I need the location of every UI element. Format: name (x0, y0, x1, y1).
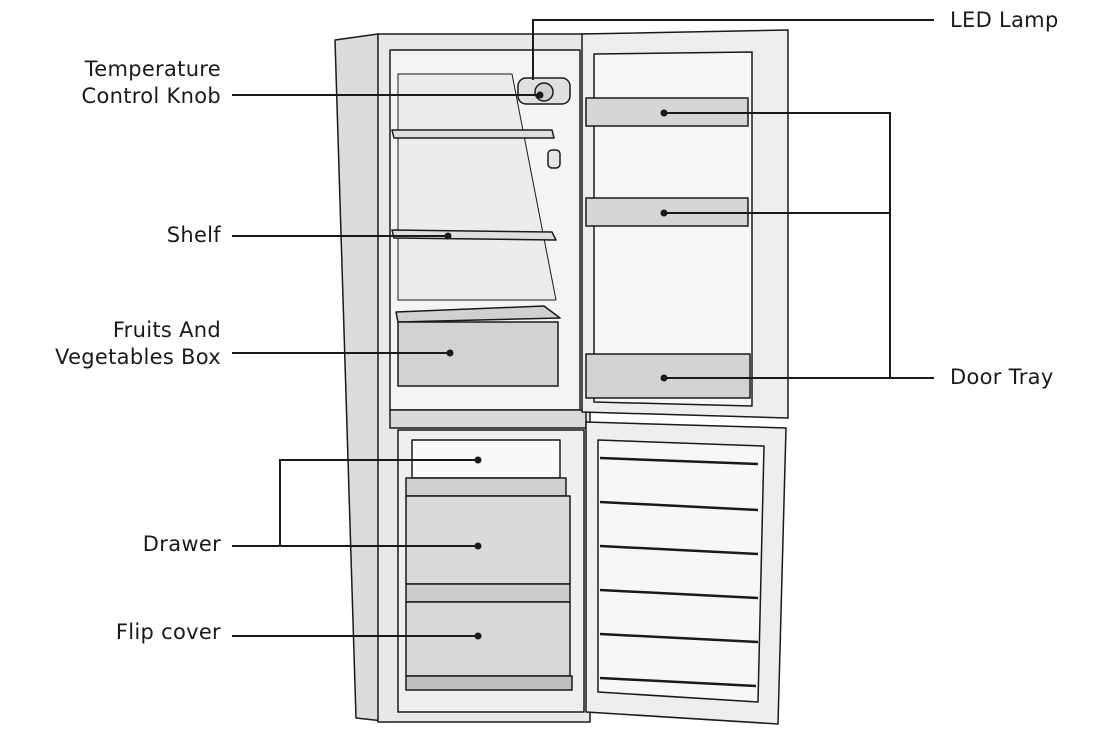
drawer-lip-1 (405, 477, 567, 497)
freezer-drawer-middle (405, 495, 571, 585)
freezer-drawer-bottom (405, 601, 571, 677)
drawer-bracket (279, 459, 478, 546)
led-lamp-label: LED Lamp (950, 8, 1059, 32)
callout-dots (444, 91, 668, 640)
drawer-label: Drawer (142, 532, 221, 556)
compartment-divider (389, 409, 587, 429)
shelf-label: Shelf (166, 223, 221, 247)
lower-door-liner (597, 439, 765, 703)
lamp-switch (547, 149, 561, 169)
temperature-knob-label-line1: Temperature (84, 57, 221, 81)
freezer-floor (405, 675, 573, 691)
led-lamp-leader (532, 19, 934, 80)
lower-door-ribs (599, 456, 759, 688)
control-knob (534, 82, 554, 102)
drawer-lip-2 (405, 583, 571, 603)
fruit-box-label-line1: Fruits And (112, 318, 221, 342)
callout-lines (232, 19, 934, 637)
temperature-knob-label-line2: Control Knob (81, 84, 221, 108)
top-shelf (391, 129, 555, 139)
fridge-illustration (334, 29, 789, 725)
fruit-box-label-line2: Vegetables Box (55, 345, 221, 369)
door-tray-label: Door Tray (950, 365, 1054, 389)
door-tray-leader (664, 112, 891, 378)
flip-cover-label: Flip cover (115, 620, 221, 644)
crisper-lid (395, 305, 561, 323)
door-tray-3 (585, 353, 751, 399)
upper-door-liner (593, 51, 753, 407)
